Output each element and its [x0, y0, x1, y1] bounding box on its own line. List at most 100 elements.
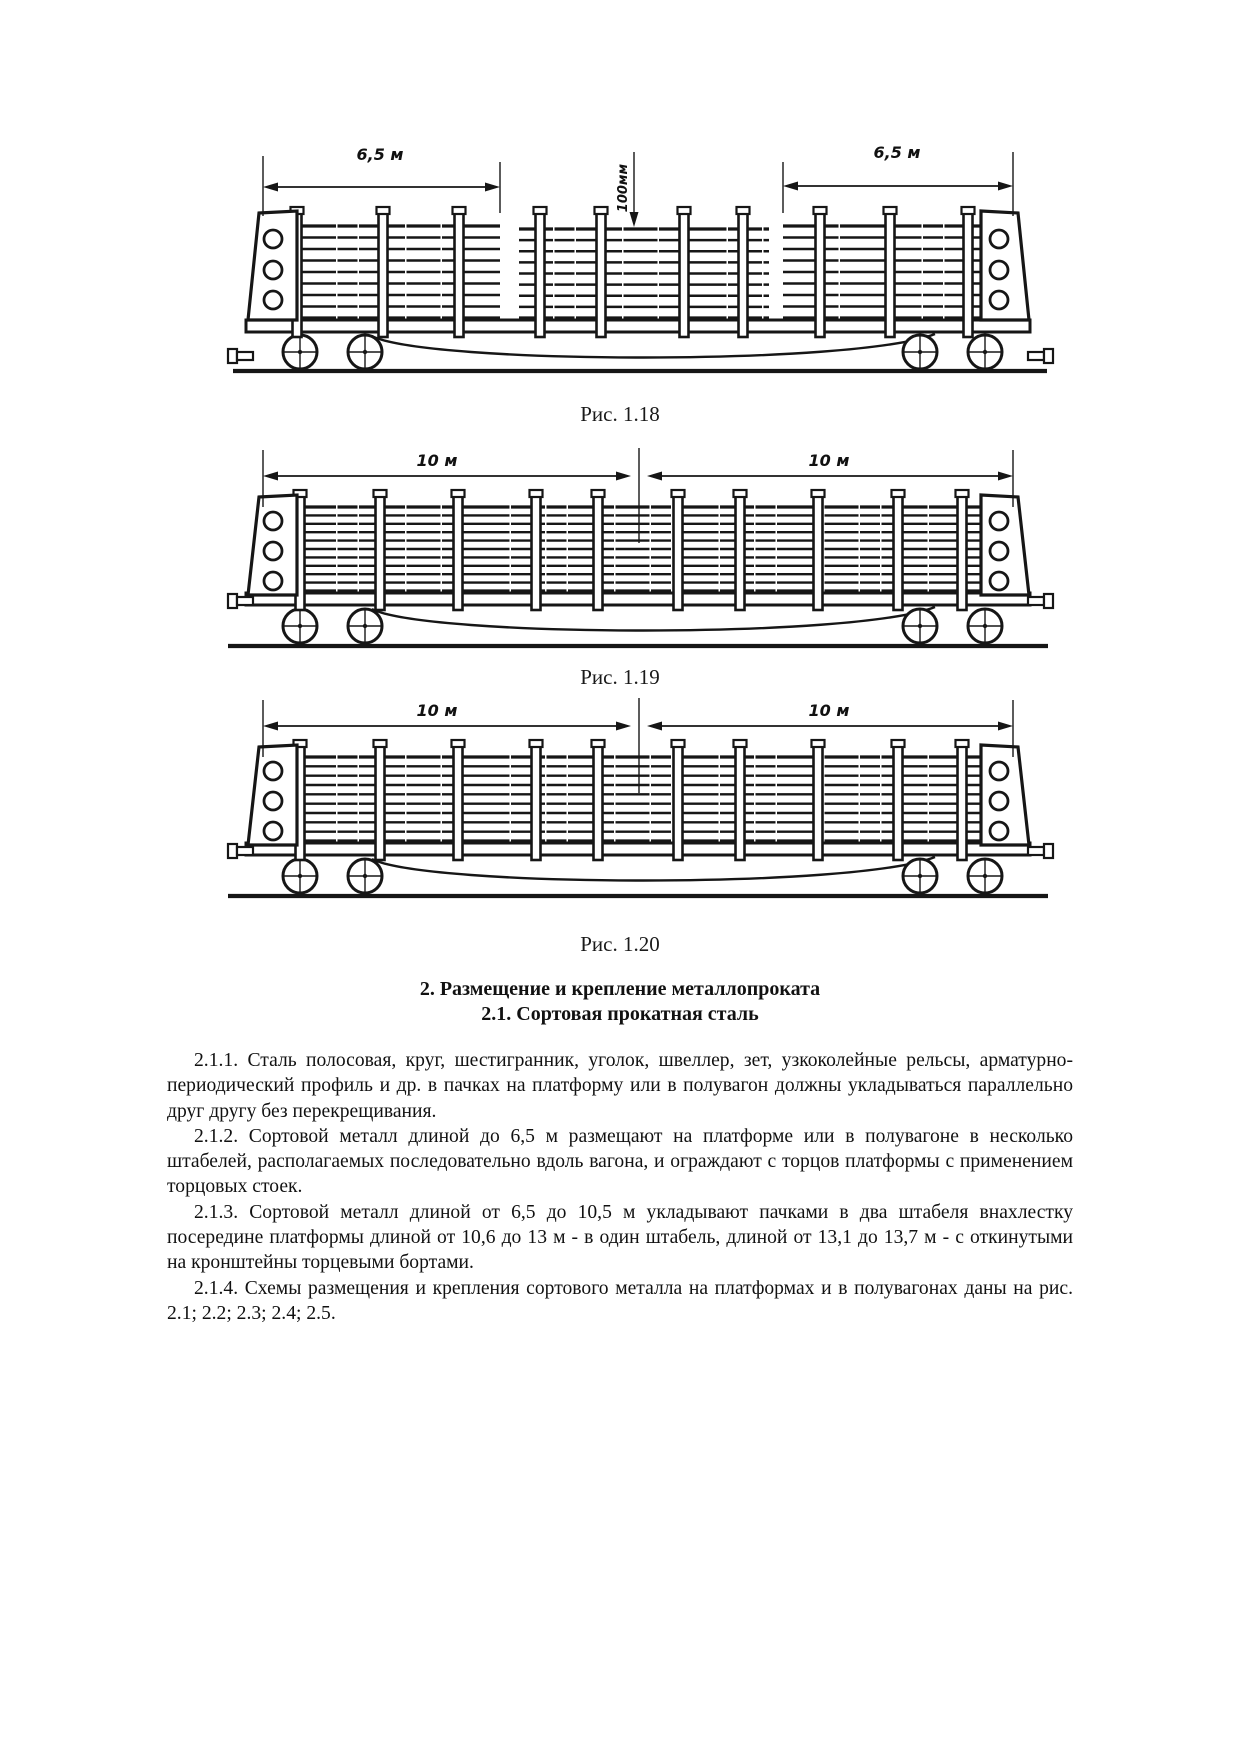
bulkhead-hole: [262, 820, 284, 842]
stanchion: [812, 494, 824, 612]
stanchion-cap: [292, 488, 308, 499]
wheel-hub: [917, 623, 923, 629]
stanchion-cap: [593, 205, 609, 216]
stanchion: [530, 494, 542, 612]
coupler-bar: [1026, 350, 1046, 362]
stanchion: [592, 494, 604, 612]
dimension-label-vertical: 100мм: [616, 163, 631, 212]
arrowhead-icon: [998, 181, 1013, 191]
coupler-knob: [226, 842, 239, 860]
stanchion: [892, 744, 904, 862]
body-text: 2.1.1. Сталь полосовая, круг, шестигранн…: [167, 1048, 1073, 1326]
bulkhead-hole: [988, 289, 1010, 311]
bulkhead-hole: [988, 790, 1010, 812]
stanchion: [374, 494, 386, 612]
stanchion-cap: [528, 488, 544, 499]
bulkhead-hole: [262, 540, 284, 562]
stanchion: [453, 211, 465, 339]
bulkhead-hole: [988, 820, 1010, 842]
coupler-bar: [1026, 845, 1046, 857]
arrowhead-icon: [263, 471, 278, 481]
stanchion: [672, 744, 684, 862]
arrowhead-icon: [629, 212, 639, 227]
stanchion-cap: [810, 488, 826, 499]
stanchion-cap: [292, 738, 308, 749]
figure-caption: Рис. 1.19: [580, 665, 660, 689]
stanchion: [956, 494, 968, 612]
dimension-label: 10 м: [417, 701, 458, 720]
bulkhead-hole: [988, 540, 1010, 562]
stanchion: [737, 211, 749, 339]
stanchion-cap: [590, 488, 606, 499]
stanchion: [377, 211, 389, 339]
arrowhead-icon: [616, 721, 631, 731]
arrowhead-icon: [783, 181, 798, 191]
stanchion: [962, 211, 974, 339]
bulkhead-hole: [262, 570, 284, 592]
brake-rod: [371, 855, 936, 882]
stanchion-cap: [532, 205, 548, 216]
bulkhead-hole: [988, 228, 1010, 250]
figure-caption: Рис. 1.18: [580, 402, 660, 426]
dimension-label: 10 м: [417, 451, 458, 470]
paragraph-2-1-2: 2.1.2. Сортовой металл длиной до 6,5 м р…: [167, 1125, 1073, 1198]
stanchion: [592, 744, 604, 862]
platform-deck: [244, 318, 1032, 334]
stanchion-cap: [670, 738, 686, 749]
arrowhead-icon: [263, 182, 278, 192]
stanchion-cap: [451, 205, 467, 216]
stanchion-cap: [890, 738, 906, 749]
bulkhead-hole: [262, 510, 284, 532]
platform-deck: [244, 841, 1032, 857]
wheel-hub: [917, 349, 923, 355]
stanchion: [814, 211, 826, 339]
coupler-bar: [235, 350, 255, 362]
figure-caption: Рис. 1.20: [580, 932, 660, 956]
wheel-hub: [362, 623, 368, 629]
stanchion: [678, 211, 690, 339]
stanchion: [595, 211, 607, 339]
wheel-hub: [297, 623, 303, 629]
coupler-bar: [235, 845, 255, 857]
stanchion-cap: [372, 738, 388, 749]
stanchion: [812, 744, 824, 862]
section-heading: 2. Размещение и крепление металлопроката: [419, 978, 821, 1000]
wheel-hub: [917, 873, 923, 879]
figure-drawing-flatcar-three-stacks: 6,5 м 6,5 м 100мм: [226, 143, 1055, 374]
wheel-hub: [982, 623, 988, 629]
stanchion: [672, 494, 684, 612]
stanchion-cap: [732, 738, 748, 749]
paragraph-2-1-3: 2.1.3. Сортовой металл длиной от 6,5 до …: [167, 1201, 1073, 1274]
wheel-hub: [362, 873, 368, 879]
stanchion-cap: [735, 205, 751, 216]
stanchion: [374, 744, 386, 862]
stanchion-cap: [954, 488, 970, 499]
stanchion-cap: [372, 488, 388, 499]
coupler-knob: [226, 347, 239, 365]
wheel-hub: [982, 349, 988, 355]
stanchion-cap: [890, 488, 906, 499]
dimension-label: 6,5 м: [357, 145, 404, 164]
arrowhead-icon: [616, 471, 631, 481]
stanchion: [892, 494, 904, 612]
wheel-hub: [297, 873, 303, 879]
arrowhead-icon: [485, 182, 500, 192]
stanchion-cap: [954, 738, 970, 749]
bulkhead-hole: [988, 259, 1010, 281]
stanchion-cap: [960, 205, 976, 216]
bulkhead-hole: [988, 760, 1010, 782]
wheel-hub: [982, 873, 988, 879]
dimension-label: 6,5 м: [874, 143, 921, 162]
stanchion-cap: [375, 205, 391, 216]
coupler-bar: [1026, 595, 1046, 607]
stanchion-cap: [676, 205, 692, 216]
stanchion: [884, 211, 896, 339]
stanchion: [956, 744, 968, 862]
wheel-hub: [297, 349, 303, 355]
brake-rod: [371, 605, 936, 632]
dimension-label: 10 м: [809, 701, 850, 720]
coupler-knob: [1042, 592, 1055, 610]
stanchion-cap: [590, 738, 606, 749]
